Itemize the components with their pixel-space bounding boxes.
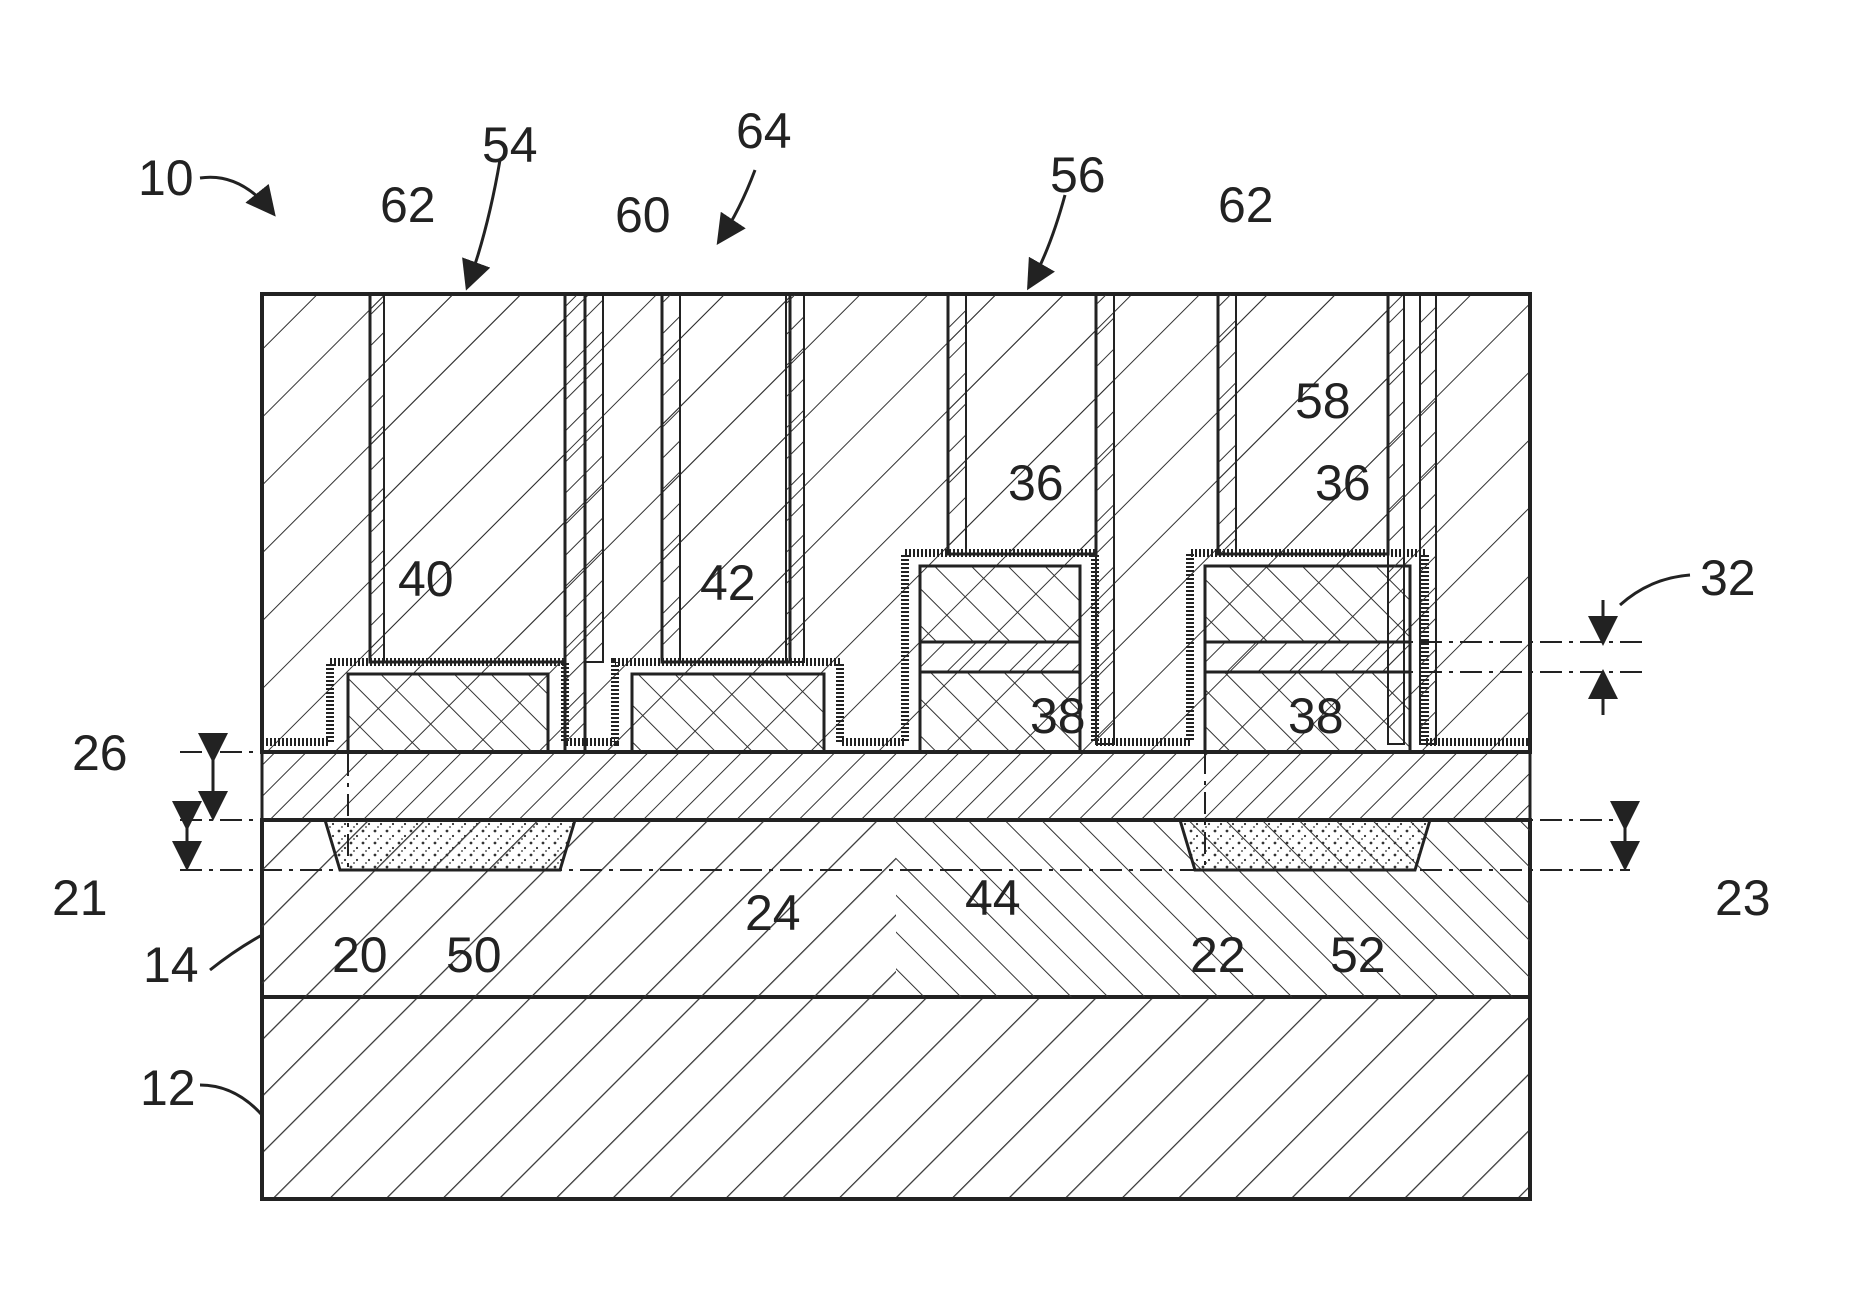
label-64: 64 bbox=[736, 103, 792, 159]
label-52: 52 bbox=[1330, 927, 1386, 983]
label-62-left: 62 bbox=[380, 177, 436, 233]
label-62-right: 62 bbox=[1218, 177, 1274, 233]
label-36-left: 36 bbox=[1008, 455, 1064, 511]
label-36-right: 36 bbox=[1315, 455, 1371, 511]
label-26: 26 bbox=[72, 725, 128, 781]
label-58: 58 bbox=[1295, 373, 1351, 429]
layer-38-left bbox=[920, 642, 1080, 672]
label-40: 40 bbox=[398, 551, 454, 607]
substrate-layer-12 bbox=[262, 997, 1530, 1199]
cap-36-right bbox=[1205, 566, 1410, 642]
gate-42 bbox=[632, 674, 824, 752]
leader-10 bbox=[200, 177, 272, 212]
label-44: 44 bbox=[965, 870, 1021, 926]
doped-region-22 bbox=[1180, 820, 1430, 870]
label-38-right: 38 bbox=[1288, 688, 1344, 744]
label-22: 22 bbox=[1190, 927, 1246, 983]
leader-32 bbox=[1620, 575, 1690, 605]
label-60: 60 bbox=[615, 187, 671, 243]
label-21: 21 bbox=[52, 870, 108, 926]
leader-54 bbox=[468, 160, 500, 285]
label-12: 12 bbox=[140, 1060, 196, 1116]
label-42: 42 bbox=[700, 555, 756, 611]
label-50: 50 bbox=[446, 927, 502, 983]
doped-region-20 bbox=[325, 820, 575, 870]
label-24: 24 bbox=[745, 885, 801, 941]
label-10: 10 bbox=[138, 150, 194, 206]
cap-36-left bbox=[920, 566, 1080, 642]
leader-56 bbox=[1030, 195, 1065, 285]
layer-38-right bbox=[1205, 642, 1410, 672]
label-38-left: 38 bbox=[1030, 688, 1086, 744]
label-20: 20 bbox=[332, 927, 388, 983]
leader-12 bbox=[200, 1085, 262, 1115]
label-56: 56 bbox=[1050, 147, 1106, 203]
gate-40 bbox=[348, 674, 548, 752]
layer-24 bbox=[262, 752, 1530, 820]
label-23: 23 bbox=[1715, 870, 1771, 926]
leader-14 bbox=[210, 935, 262, 970]
label-14: 14 bbox=[143, 937, 199, 993]
label-54: 54 bbox=[482, 117, 538, 173]
label-32: 32 bbox=[1700, 550, 1756, 606]
leader-64 bbox=[720, 170, 755, 240]
